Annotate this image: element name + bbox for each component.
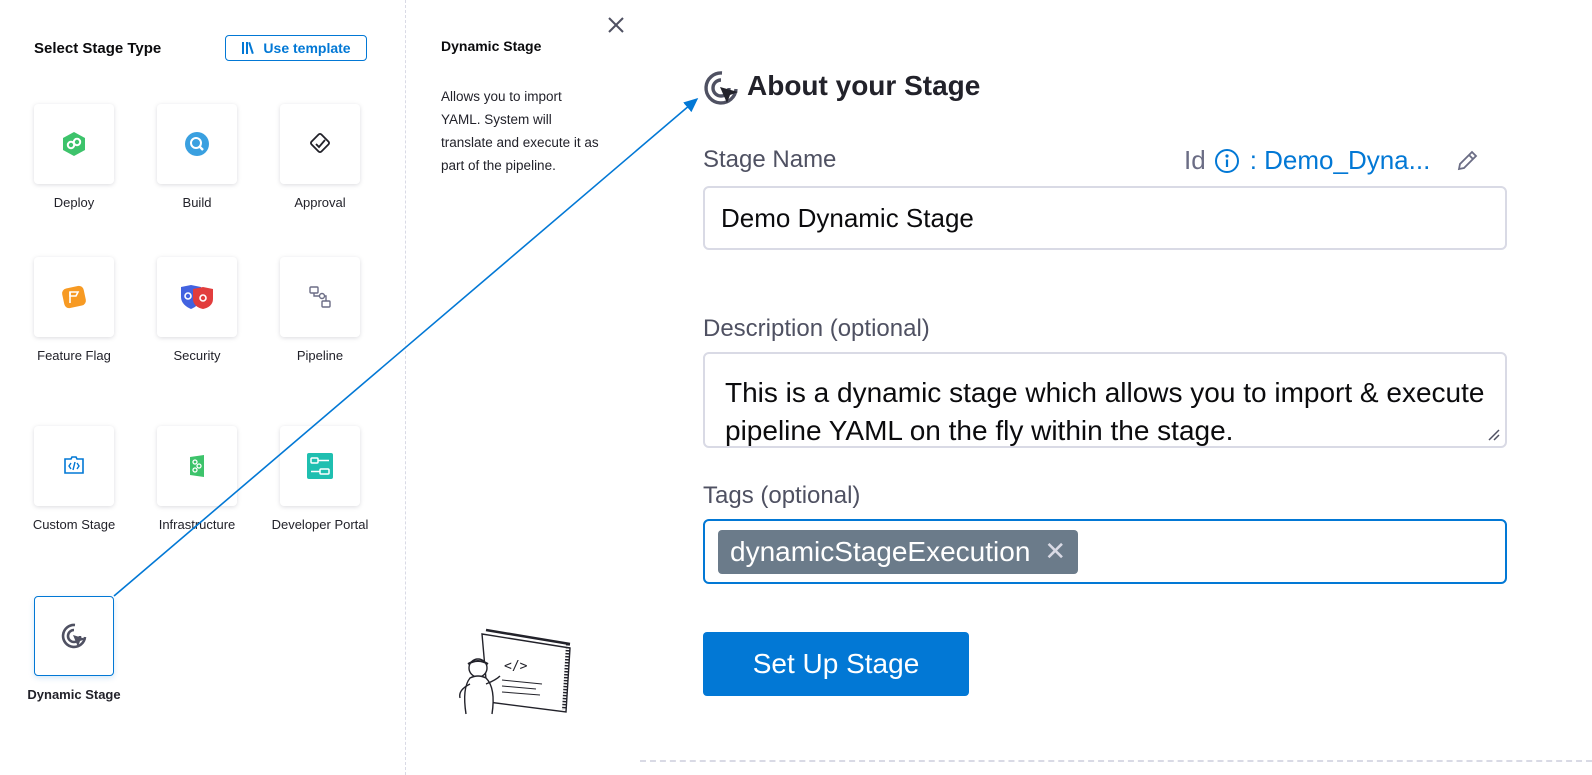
developer-portal-icon xyxy=(307,453,333,479)
stage-label-selected: Dynamic Stage xyxy=(27,687,121,702)
stage-info-description: Allows you to import YAML. System will t… xyxy=(441,89,599,173)
divider xyxy=(640,760,1592,762)
stage-card-dynamic-stage[interactable] xyxy=(34,596,114,676)
stage-name-label: Stage Name xyxy=(703,146,837,173)
security-icon xyxy=(181,285,213,309)
set-up-stage-button[interactable]: Set Up Stage xyxy=(703,632,969,696)
info-icon[interactable] xyxy=(1214,148,1240,174)
stage-label: Feature Flag xyxy=(37,348,111,363)
form-heading: About your Stage xyxy=(747,70,981,101)
pipeline-icon xyxy=(309,286,331,308)
tag-chip: dynamicStageExecution ✕ xyxy=(718,529,1079,574)
tag-label: dynamicStageExecution xyxy=(730,535,1031,567)
custom-stage-icon xyxy=(64,456,84,474)
approval-icon xyxy=(310,133,330,153)
use-template-button[interactable]: Use template xyxy=(225,35,367,61)
edit-pencil-icon[interactable] xyxy=(1454,148,1480,174)
description-text: This is a dynamic stage which allows you… xyxy=(725,377,1485,446)
tags-input[interactable]: dynamicStageExecution ✕ xyxy=(703,519,1507,584)
svg-text:</>: </> xyxy=(504,659,528,674)
stage-label: Build xyxy=(182,195,212,210)
template-library-icon xyxy=(242,41,255,55)
stage-label: Pipeline xyxy=(296,348,344,363)
stage-id: Id : Demo_Dyna... xyxy=(1184,145,1480,176)
stage-card-approval[interactable] xyxy=(280,104,360,184)
stage-card-custom-stage[interactable] xyxy=(34,426,114,506)
stage-label: Security xyxy=(173,348,221,363)
stage-label: Deploy xyxy=(53,195,95,210)
stage-card-pipeline[interactable] xyxy=(280,257,360,337)
stage-card-infrastructure[interactable] xyxy=(157,426,237,506)
description-label: Description (optional) xyxy=(703,315,930,342)
close-icon[interactable] xyxy=(605,14,627,36)
infrastructure-icon xyxy=(190,455,204,477)
deploy-icon xyxy=(63,132,85,156)
use-template-label: Use template xyxy=(263,40,351,56)
stage-type-panel: Select Stage Type Use template Deploy Bu… xyxy=(0,0,406,775)
stage-card-developer-portal[interactable] xyxy=(280,426,360,506)
panel-title: Select Stage Type xyxy=(34,40,162,57)
stage-label: Developer Portal xyxy=(271,517,369,532)
remove-tag-icon[interactable]: ✕ xyxy=(1044,536,1067,566)
resize-handle-icon[interactable] xyxy=(1487,428,1501,442)
stage-label: Approval xyxy=(294,195,346,210)
stage-card-build[interactable] xyxy=(157,104,237,184)
stage-name-input[interactable]: Demo Dynamic Stage xyxy=(703,186,1507,250)
stage-card-deploy[interactable] xyxy=(34,104,114,184)
stage-info-title: Dynamic Stage xyxy=(441,38,542,54)
developer-illustration-icon: </> xyxy=(459,628,571,715)
id-value: : Demo_Dyna... xyxy=(1249,145,1431,175)
stage-card-feature-flag[interactable] xyxy=(34,257,114,337)
stage-label: Custom Stage xyxy=(32,517,116,532)
id-label: Id xyxy=(1184,145,1206,175)
feature-flag-icon xyxy=(62,285,86,309)
stage-card-security[interactable] xyxy=(157,257,237,337)
description-textarea[interactable]: This is a dynamic stage which allows you… xyxy=(703,352,1507,448)
tags-label: Tags (optional) xyxy=(703,482,861,509)
dynamic-stage-icon xyxy=(61,623,87,649)
stage-label: Infrastructure xyxy=(158,517,236,532)
build-icon xyxy=(185,132,209,156)
dynamic-stage-icon xyxy=(704,71,738,105)
